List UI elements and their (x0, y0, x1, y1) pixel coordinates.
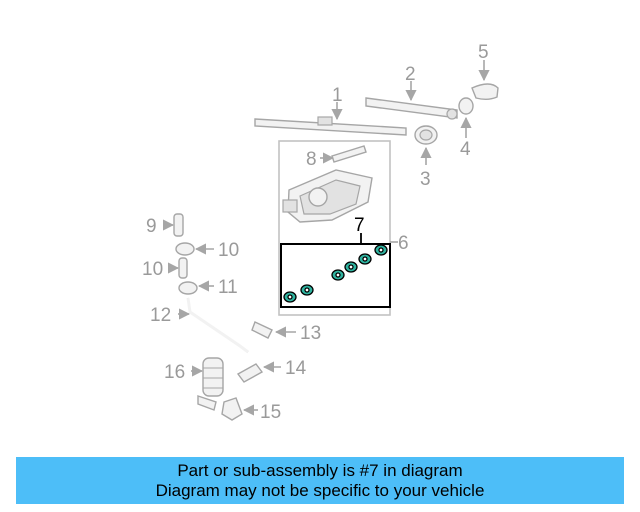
callout-7: 7 (354, 215, 365, 236)
hose-connector-part (167, 257, 188, 279)
callout-5: 5 (478, 42, 489, 63)
elbow-connector-part (221, 397, 258, 421)
hose-grommet-part (251, 321, 296, 339)
callout-13: 13 (300, 323, 321, 344)
washer-pump-part (191, 357, 224, 411)
callout-4: 4 (460, 139, 471, 160)
banner-line-1: Part or sub-assembly is #7 in diagram (177, 460, 463, 480)
wiper-arm-part (365, 81, 458, 120)
check-valve-part (236, 361, 281, 383)
washer-hose-part (178, 297, 249, 354)
washer-nozzle-part (162, 213, 184, 237)
callout-15: 15 (260, 402, 281, 423)
motor-shaft-part (320, 145, 367, 164)
pivot-cover-part (471, 60, 499, 100)
callout-11a: 10 (218, 240, 239, 261)
highlighted-bushings (283, 244, 388, 303)
callout-6: 6 (398, 233, 409, 254)
hose-clip-lower-part (178, 280, 214, 295)
callout-8: 8 (306, 149, 317, 170)
callout-9: 9 (146, 216, 157, 237)
callout-14: 14 (285, 358, 307, 379)
wiper-motor-part (282, 169, 373, 223)
callout-2: 2 (405, 64, 416, 85)
callout-12: 12 (150, 305, 171, 326)
info-banner: Part or sub-assembly is #7 in diagram Di… (16, 457, 624, 504)
hose-clip-upper-part (175, 242, 214, 256)
parts-diagram: 1 2 3 4 5 6 8 7 (142, 42, 499, 423)
banner-line-2: Diagram may not be specific to your vehi… (155, 480, 485, 500)
callout-11b: 11 (218, 277, 238, 298)
pivot-cap-part (414, 125, 438, 165)
wiper-blade-part (254, 102, 407, 136)
callout-10: 10 (142, 259, 163, 280)
callout-16: 16 (164, 362, 185, 383)
callout-1: 1 (332, 85, 343, 106)
motor-assembly-frame (278, 140, 391, 316)
callout-3: 3 (420, 169, 431, 190)
arm-cap-part (458, 97, 474, 138)
